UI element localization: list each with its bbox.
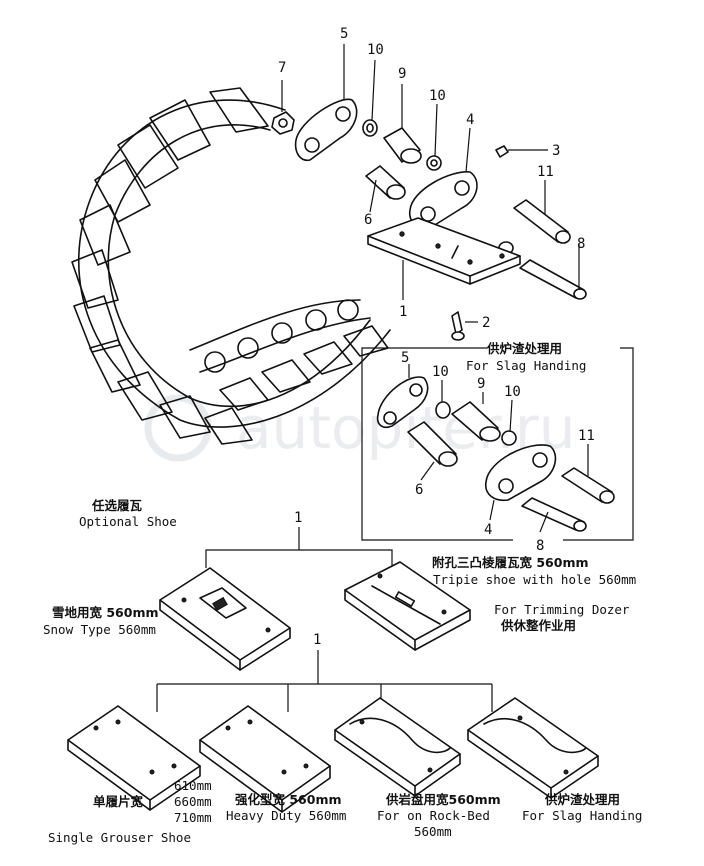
slag-callout-4: 4 [484, 522, 492, 538]
snow-shoe-drawing [159, 567, 291, 671]
tripie-en: Tripie shoe with hole 560mm [433, 572, 636, 587]
bolt-part-2 [451, 311, 463, 335]
slag-callout-9: 9 [477, 376, 485, 392]
seal-part-10a [362, 119, 378, 137]
trimming-shoe-drawing [344, 561, 471, 651]
callout-5: 5 [340, 26, 348, 42]
slag-box-title-en: For Slag Handing [466, 358, 586, 373]
heavy-zh: 强化型宽 560mm [235, 792, 342, 807]
callout-2: 2 [482, 315, 490, 331]
slag2-en: For Slag Handing [522, 808, 642, 823]
single-width-3: 710mm [174, 810, 212, 825]
nut-part-7 [271, 111, 295, 135]
trimming-zh: 供休整作业用 [500, 618, 576, 633]
track-assembly-drawing [71, 87, 391, 445]
single-grouser-shoe-drawing [67, 705, 201, 811]
slag-callout-10b: 10 [504, 384, 521, 400]
slag-handing-shoe-drawing [467, 697, 599, 799]
nut-part-3 [495, 145, 509, 158]
callout-6: 6 [364, 212, 372, 228]
single-width-2: 660mm [174, 794, 212, 809]
trimming-en: For Trimming Dozer [494, 602, 630, 617]
tripie-zh: 附孔三凸棱履瓦宽 560mm [432, 555, 589, 570]
tier3-callout-1: 1 [313, 632, 321, 648]
slag-callout-8: 8 [536, 538, 544, 554]
rock-width: 560mm [414, 824, 452, 839]
slag-callout-10: 10 [432, 364, 449, 380]
tier-three-tree: 1 [156, 632, 493, 712]
rock-bed-shoe-drawing [334, 697, 461, 797]
shoe-plate-part-1 [367, 217, 521, 277]
callout-10b: 10 [429, 88, 446, 104]
rock-zh: 供岩盘用宽560mm [385, 792, 501, 807]
seal-part-10b [426, 155, 442, 171]
callout-4: 4 [466, 112, 474, 128]
callout-leaders [281, 44, 580, 323]
callout-8: 8 [577, 236, 585, 252]
callout-10: 10 [367, 42, 384, 58]
callout-3: 3 [552, 143, 560, 159]
single-width-1: 610mm [174, 778, 212, 793]
optional-shoe-zh: 任选履瓦 [91, 498, 143, 513]
slag-box-title-zh: 供炉渣处理用 [486, 341, 562, 356]
optional-shoe-en: Optional Shoe [79, 514, 177, 529]
single-en: Single Grouser Shoe [48, 830, 191, 845]
slag-handling-box: 供炉渣处理用 For Slag Handing 5 10 9 10 11 6 4 [361, 341, 634, 554]
callouts-top: 7 5 10 9 10 4 3 11 6 8 1 2 [278, 26, 585, 331]
single-zh: 单履片宽 [93, 794, 144, 809]
callout-11: 11 [537, 164, 554, 180]
tier2-callout-1: 1 [294, 510, 302, 526]
heavy-en: Heavy Duty 560mm [226, 808, 346, 823]
callout-1: 1 [399, 304, 407, 320]
tier-two-tree: 1 [205, 510, 393, 568]
rock-en: For on Rock-Bed [377, 808, 490, 823]
slag-callout-11: 11 [578, 428, 595, 444]
slag-callout-5: 5 [401, 350, 409, 366]
exploded-parts [271, 98, 587, 341]
heavy-duty-shoe-drawing [199, 705, 331, 813]
snow-zh: 雪地用宽 560mm [52, 605, 159, 620]
slag2-zh: 供炉渣处理用 [544, 792, 620, 807]
callout-9: 9 [398, 66, 406, 82]
link-part-5 [294, 98, 358, 162]
slag-callout-6: 6 [415, 482, 423, 498]
snow-en: Snow Type 560mm [43, 622, 156, 637]
callout-7: 7 [278, 60, 286, 76]
